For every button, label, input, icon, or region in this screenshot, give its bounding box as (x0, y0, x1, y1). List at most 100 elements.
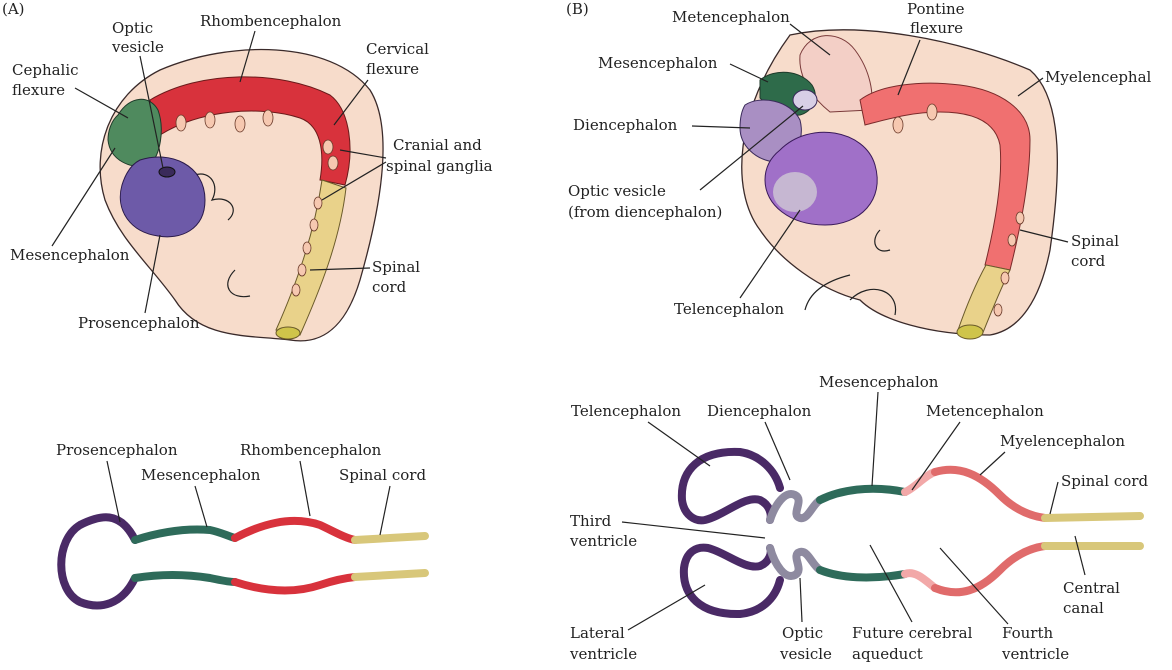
tube-label-central-canal-line2: canal (1063, 599, 1104, 617)
label-rhombencephalon-a: Rhombencephalon (200, 12, 342, 30)
label-optic-vesicle-a-line1: Optic (112, 19, 153, 37)
tube-label-fourth-ventricle: Fourth ventricle (1001, 624, 1069, 663)
tube-b-myelencephalon-top (935, 470, 1045, 518)
label-cervical-flexure: Cervical flexure (366, 40, 434, 78)
label-diencephalon-b: Diencephalon (573, 116, 678, 134)
spinal-cord-b-end (957, 325, 983, 339)
spinal-cord-a-end (276, 327, 300, 339)
tube-a-spinal-cord-top (355, 536, 425, 540)
tube-leader-fourth-ventricle (940, 548, 1008, 624)
tube-b-metencephalon-bottom (905, 573, 935, 588)
label-cervical-flexure-line2: flexure (366, 60, 419, 78)
tube-label-third-ventricle-line1: Third (570, 512, 612, 530)
tube-three-vesicles: Prosencephalon Mesencephalon Rhombenceph… (56, 441, 426, 605)
tube-label-spinal-cord-b: Spinal cord (1061, 472, 1148, 490)
tube-five-vesicles: Mesencephalon Telencephalon Diencephalon… (569, 373, 1148, 663)
tube-a-mesencephalon-top (135, 529, 235, 540)
label-optic-vesicle-b: Optic vesicle (from diencephalon) (568, 182, 722, 221)
tube-label-mesencephalon: Mesencephalon (141, 466, 261, 484)
tube-label-lateral-ventricle-line1: Lateral (570, 624, 625, 642)
tube-label-future-cerebral-aqueduct: Future cerebral aqueduct (852, 624, 977, 663)
tube-b-mesencephalon-bottom (820, 570, 905, 577)
optic-vesicle-b (793, 90, 817, 110)
label-cranial-spinal-ganglia-line1: Cranial and (393, 136, 482, 154)
telencephalon-b-highlight (773, 172, 817, 212)
label-pontine-flexure: Pontine flexure (907, 0, 969, 37)
tube-b-myelencephalon-bottom (935, 546, 1045, 592)
label-spinal-cord-b: Spinal cord (1071, 232, 1124, 270)
label-optic-vesicle-a: Optic vesicle (111, 19, 164, 56)
tube-leader-myelencephalon (980, 452, 1005, 475)
tube-label-optic-vesicle-line2: vesicle (779, 645, 832, 663)
leader-mesencephalon-b (730, 64, 768, 82)
label-mesencephalon-b: Mesencephalon (598, 54, 718, 72)
label-cranial-spinal-ganglia-line2: spinal ganglia (386, 157, 493, 175)
tube-label-lateral-ventricle: Lateral ventricle (569, 624, 637, 663)
tube-b-diencephalon-top (770, 494, 820, 520)
tube-leader-central-canal (1075, 536, 1085, 575)
label-cranial-spinal-ganglia: Cranial and spinal ganglia (386, 136, 493, 175)
tube-leader-spinal-cord (380, 486, 390, 535)
tube-leader-rhombencephalon (300, 461, 310, 516)
tube-b-metencephalon-top (905, 472, 935, 492)
tube-label-central-canal-line1: Central (1063, 579, 1120, 597)
label-myelencephalon-b: Myelencephal (1045, 68, 1152, 86)
label-mesencephalon-a: Mesencephalon (10, 246, 130, 264)
tube-label-rhombencephalon: Rhombencephalon (240, 441, 382, 459)
tube-a-prosencephalon (61, 517, 135, 605)
label-cephalic-flexure-line1: Cephalic (12, 61, 79, 79)
tube-label-spinal-cord: Spinal cord (339, 466, 426, 484)
label-cervical-flexure-line1: Cervical (366, 40, 429, 58)
tube-label-fourth-ventricle-line2: ventricle (1001, 645, 1069, 663)
tube-label-metencephalon: Metencephalon (926, 402, 1044, 420)
tube-a-mesencephalon-bottom (135, 575, 235, 582)
tube-label-optic-vesicle-line1: Optic (782, 624, 823, 642)
tube-b-spinal-cord-top (1045, 516, 1140, 518)
label-spinal-cord-a: Spinal cord (372, 258, 425, 296)
label-cephalic-flexure-line2: flexure (12, 81, 65, 99)
panel-b-embryo: (B) Metencephalon Pontin (566, 0, 1152, 339)
label-spinal-cord-b-line1: Spinal (1071, 232, 1119, 250)
label-optic-vesicle-b-line1: Optic vesicle (568, 182, 666, 200)
label-cephalic-flexure: Cephalic flexure (12, 61, 83, 99)
tube-label-aqueduct-line1: Future cerebral (852, 624, 973, 642)
tube-a-spinal-cord-bottom (355, 573, 425, 577)
tube-a-rhombencephalon-top (235, 521, 355, 540)
tube-label-aqueduct-line2: aqueduct (852, 645, 923, 663)
tube-leader-mesencephalon-b (872, 392, 878, 486)
tube-leader-telencephalon (648, 422, 710, 466)
tube-label-third-ventricle-line2: ventricle (569, 532, 637, 550)
tube-leader-mesencephalon (195, 486, 207, 527)
label-spinal-cord-b-line2: cord (1071, 252, 1106, 270)
label-pontine-flexure-line2: flexure (910, 19, 963, 37)
tube-b-mesencephalon-top (820, 489, 905, 500)
tube-label-third-ventricle: Third ventricle (569, 512, 637, 550)
tube-label-diencephalon: Diencephalon (707, 402, 812, 420)
tube-leader-aqueduct (870, 545, 912, 622)
tube-leader-lateral-ventricle (628, 585, 705, 630)
tube-leader-third-ventricle (622, 522, 765, 538)
panel-a-tag: (A) (2, 0, 25, 18)
label-metencephalon-b: Metencephalon (672, 8, 790, 26)
tube-label-mesencephalon-b: Mesencephalon (819, 373, 939, 391)
label-spinal-cord-a-line2: cord (372, 278, 407, 296)
optic-vesicle-a (159, 167, 175, 177)
panel-a-embryo: (A) Optic (2, 0, 493, 341)
tube-leader-metencephalon (912, 422, 960, 490)
tube-a-rhombencephalon-bottom (235, 577, 355, 591)
label-optic-vesicle-b-line2: (from diencephalon) (568, 203, 722, 221)
label-spinal-cord-a-line1: Spinal (372, 258, 420, 276)
tube-leader-spinal-cord-b (1050, 482, 1058, 514)
tube-label-central-canal: Central canal (1063, 579, 1125, 617)
panel-b-tag: (B) (566, 0, 589, 18)
tube-label-lateral-ventricle-line2: ventricle (569, 645, 637, 663)
tube-b-telencephalon-bottom (684, 548, 780, 614)
tube-leader-optic-vesicle (800, 578, 802, 622)
tube-label-fourth-ventricle-line1: Fourth (1002, 624, 1053, 642)
label-telencephalon-b: Telencephalon (674, 300, 784, 318)
tube-b-telencephalon-top (682, 452, 780, 520)
label-prosencephalon-a: Prosencephalon (78, 314, 200, 332)
tube-leader-prosencephalon (107, 461, 120, 522)
